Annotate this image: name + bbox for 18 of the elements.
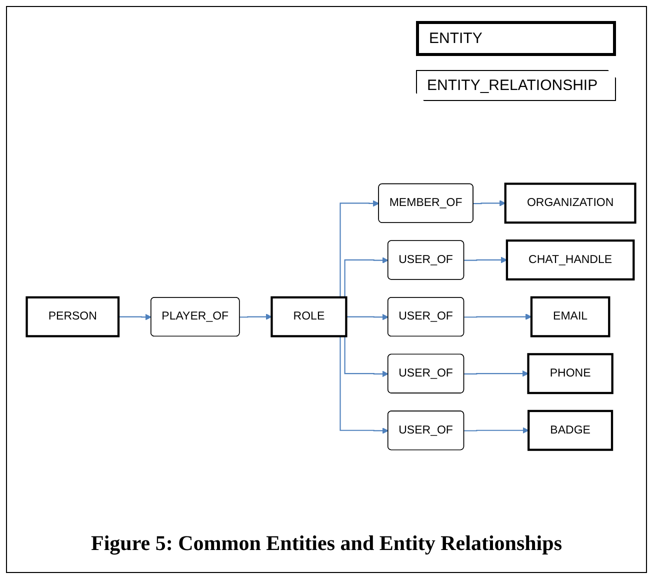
node-box: PHONE (527, 353, 614, 394)
node-box: PERSON (26, 296, 120, 338)
node-box: EMAIL (530, 296, 610, 338)
legend-entry: ENTITY_RELATIONSHIP (416, 70, 616, 101)
node-box: CHAT_HANDLE (506, 240, 635, 281)
arrow (346, 314, 388, 320)
arrow (464, 370, 529, 377)
arrow (473, 200, 506, 207)
node-box: ORGANIZATION (504, 182, 636, 224)
arrow (240, 314, 272, 320)
legend-entry: ENTITY (416, 21, 616, 56)
node-box: ROLE (270, 296, 348, 338)
node-box: BADGE (528, 410, 614, 452)
arrow (118, 314, 152, 320)
caption: Figure 5: Common Entities and Entity Relationships (90, 531, 563, 556)
arrow (464, 314, 532, 320)
arrow (464, 427, 529, 434)
arrow (464, 257, 508, 264)
